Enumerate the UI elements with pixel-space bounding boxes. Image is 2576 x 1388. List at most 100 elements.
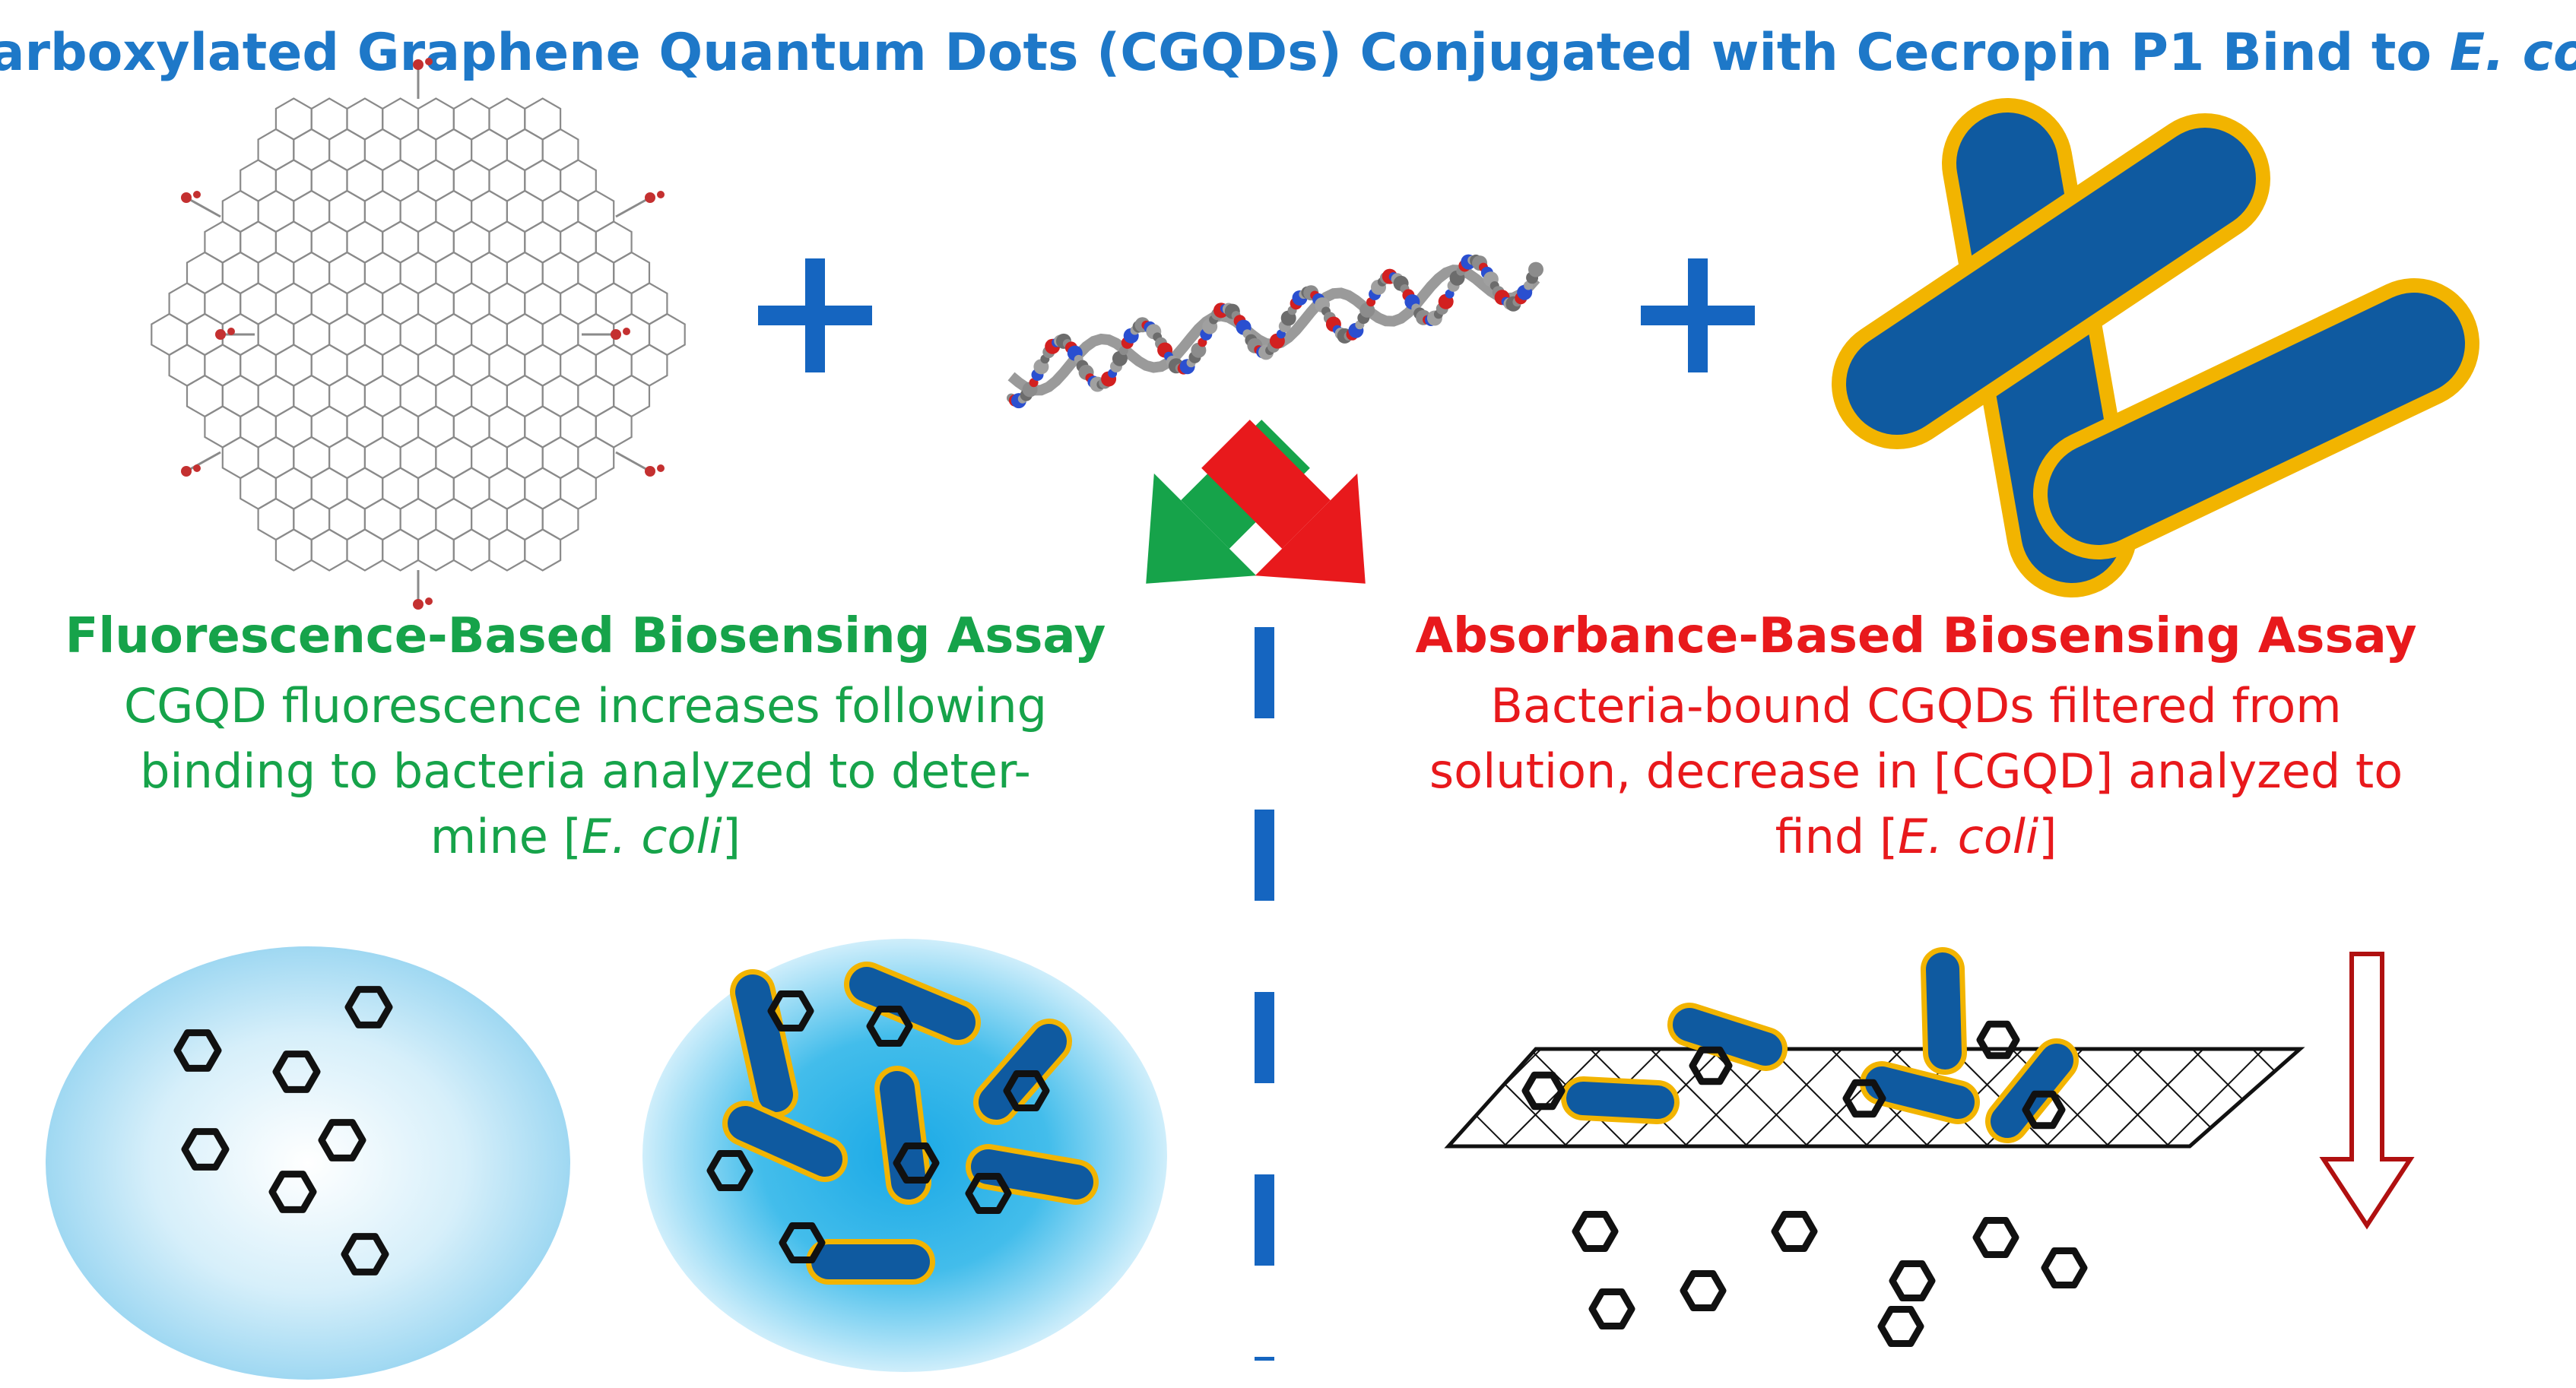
graphene-ring bbox=[435, 436, 473, 480]
graphene-ring bbox=[541, 312, 579, 357]
graphene-ring bbox=[435, 251, 473, 295]
graphene-ring bbox=[151, 312, 189, 357]
bacterium-rod bbox=[735, 974, 793, 1112]
graphene-ring bbox=[541, 128, 579, 172]
right-line-3: find [E. coli] bbox=[1775, 809, 2057, 864]
graphene-ring bbox=[168, 344, 206, 387]
graphene-ring bbox=[452, 282, 490, 325]
bacterium-rod bbox=[1846, 128, 2256, 435]
graphene-quantum-dot-structure bbox=[151, 58, 686, 610]
cgqd-hexagon-icon bbox=[1003, 1070, 1050, 1111]
graphene-ring bbox=[240, 220, 277, 264]
graphene-ring bbox=[452, 344, 490, 387]
graphene-ring bbox=[417, 405, 455, 448]
oxygen-atom bbox=[645, 192, 655, 203]
graphene-ring bbox=[346, 282, 384, 325]
graphene-ring bbox=[452, 405, 490, 448]
graphene-ring bbox=[204, 282, 242, 325]
page-title: Carboxylated Graphene Quantum Dots (CGQD… bbox=[0, 23, 2576, 83]
cgqd-hexagon-icon bbox=[866, 1006, 913, 1047]
graphene-ring bbox=[506, 436, 544, 480]
graphene-ring bbox=[470, 436, 509, 480]
graphene-ring bbox=[595, 405, 633, 448]
left-line-1: CGQD fluorescence increases following bbox=[124, 678, 1047, 734]
graphene-ring bbox=[417, 528, 455, 572]
graphene-ring bbox=[346, 528, 384, 572]
graphene-ring bbox=[221, 374, 259, 418]
solution-droplet-free-cgqds bbox=[46, 946, 570, 1380]
graphene-ring bbox=[541, 374, 579, 418]
graphene-ring bbox=[328, 374, 366, 418]
graphene-ring bbox=[240, 159, 277, 202]
graphene-ring bbox=[328, 436, 366, 480]
graphene-ring bbox=[541, 251, 579, 295]
graphene-ring bbox=[399, 374, 437, 418]
graphene-ring bbox=[274, 220, 312, 264]
oxygen-atom bbox=[611, 329, 621, 340]
graphene-ring bbox=[506, 128, 544, 172]
bacterium-rod bbox=[728, 1106, 842, 1177]
red-arrow-icon bbox=[1201, 420, 1366, 584]
passed-cgqd-group bbox=[1572, 1211, 2088, 1347]
graphene-ring bbox=[524, 159, 562, 202]
graphene-ring bbox=[506, 189, 544, 233]
graphene-ring bbox=[382, 467, 420, 510]
oxygen-atom bbox=[181, 192, 192, 203]
graphene-ring bbox=[274, 467, 312, 510]
graphene-ring bbox=[346, 344, 384, 387]
graphene-ring bbox=[399, 189, 437, 233]
graphene-ring bbox=[470, 374, 509, 418]
graphene-ring bbox=[506, 312, 544, 357]
graphene-ring bbox=[204, 220, 242, 264]
graphene-ring bbox=[435, 497, 473, 541]
graphene-ring bbox=[488, 344, 526, 387]
graphene-ring bbox=[310, 405, 348, 448]
bacterium-rod bbox=[1991, 1044, 2073, 1138]
graphene-ring bbox=[435, 189, 473, 233]
cgqd-hexagon-icon bbox=[181, 1128, 230, 1171]
cgqd-hexagon-icon bbox=[1976, 1020, 2020, 1060]
e-coli-bacteria-icon bbox=[1832, 98, 2479, 597]
cgqd-hexagon-icon bbox=[272, 1051, 321, 1093]
cgqd-hexagon-icon bbox=[318, 1119, 366, 1161]
bacterium-rod bbox=[2048, 293, 2465, 545]
bacterium-rod bbox=[1926, 952, 1962, 1070]
carboxyl-bond bbox=[615, 451, 651, 473]
carboxyl-bond bbox=[186, 451, 221, 473]
graphene-ring bbox=[363, 251, 401, 295]
graphene-ring bbox=[363, 189, 401, 233]
oxygen-atom bbox=[425, 597, 433, 605]
graphene-ring bbox=[293, 436, 331, 480]
free-cgqd-group bbox=[173, 986, 393, 1276]
bound-cgqd-group bbox=[706, 990, 1050, 1263]
graphene-ring bbox=[382, 344, 420, 387]
cgqd-hexagon-icon bbox=[893, 1142, 940, 1184]
graphene-ring bbox=[452, 97, 490, 141]
graphene-ring bbox=[452, 467, 490, 510]
graphene-ring bbox=[417, 220, 455, 264]
graphene-ring bbox=[346, 220, 384, 264]
graphene-ring bbox=[257, 374, 295, 418]
graphene-ring bbox=[577, 251, 615, 295]
graphene-ring bbox=[346, 159, 384, 202]
oxygen-atom bbox=[623, 328, 630, 335]
cgqd-hexagon-icon bbox=[1771, 1211, 1818, 1252]
cgqd-hexagon-icon bbox=[1521, 1071, 1566, 1111]
carboxyl-bond bbox=[186, 196, 221, 218]
graphene-ring bbox=[452, 528, 490, 572]
graphene-ring bbox=[328, 312, 366, 357]
graphene-ring bbox=[310, 282, 348, 325]
graphene-ring bbox=[257, 436, 295, 480]
graphene-ring bbox=[488, 405, 526, 448]
graphene-ring bbox=[257, 251, 295, 295]
graphene-ring bbox=[168, 282, 206, 325]
graphene-ring bbox=[186, 374, 224, 418]
cgqd-hexagon-icon bbox=[2041, 1247, 2088, 1288]
graphene-ring bbox=[488, 159, 526, 202]
graphene-ring bbox=[559, 405, 597, 448]
graphene-ring bbox=[293, 251, 331, 295]
graphene-ring bbox=[328, 251, 366, 295]
left-heading: Fluorescence-Based Biosensing Assay bbox=[65, 608, 1106, 664]
left-panel: Fluorescence-Based Biosensing Assay CGQD… bbox=[65, 608, 1106, 864]
